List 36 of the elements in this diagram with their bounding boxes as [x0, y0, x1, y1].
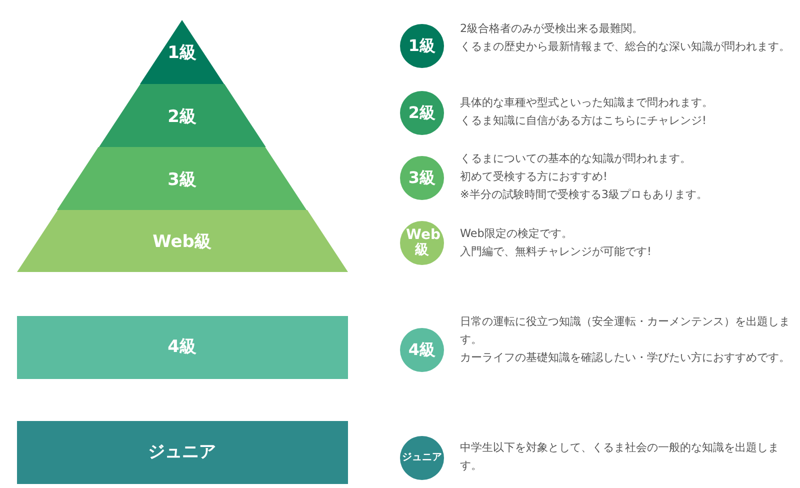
- level-label: 2級: [408, 104, 436, 122]
- level-badge: [400, 221, 444, 265]
- level-label: ジュニア: [402, 452, 442, 464]
- level-label: 4級: [408, 341, 436, 359]
- description-text: くるまの歴史から最新情報まで、総合的な深い知識が問われます。: [460, 39, 791, 55]
- description-text: くるま知識に自信がある方はこちらにチャレンジ!: [460, 113, 708, 129]
- level-badge: [400, 24, 444, 68]
- pyramid-tier: [98, 84, 266, 147]
- level-label: 3級: [168, 170, 196, 190]
- level-badge: [400, 91, 444, 135]
- description-text: 具体的な車種や型式といった知識まで問われます。: [460, 95, 714, 111]
- description-text: 日常の運転に役立つ知識（安全運転・カーメンテンス）を出題します。: [460, 314, 791, 348]
- pyramid-tier: [57, 147, 307, 210]
- level-label: 3級: [408, 169, 436, 187]
- description-text: 中学生以下を対象として、くるま社会の一般的な知識を出題します。: [460, 440, 780, 474]
- description-text: Web限定の検定です。: [460, 226, 574, 242]
- pyramid-tier: [16, 210, 348, 272]
- level-bar: [16, 421, 348, 484]
- description-text: くるまについての基本的な知識が問われます。: [460, 151, 692, 167]
- pyramid-tier: [140, 20, 224, 84]
- level-label: Web 級: [406, 228, 438, 258]
- level-label: 4級: [168, 338, 196, 357]
- description-text: 初めて受検する方におすすめ!: [460, 169, 608, 185]
- level-label: 2級: [168, 108, 196, 127]
- description-text: 2級合格者のみが受検出来る最難関。: [460, 21, 644, 37]
- level-label: 1級: [408, 37, 436, 55]
- level-bar: [16, 316, 348, 379]
- description-text: 入門編で、無料チャレンジが可能です!: [460, 244, 652, 260]
- level-badge: [400, 436, 444, 480]
- description-text: ※半分の試験時間で受検する3級プロもあります。: [460, 187, 708, 203]
- level-badge: [400, 328, 444, 372]
- description-text: カーライフの基礎知識を確認したい・学びたい方におすすめです。: [460, 350, 791, 366]
- level-badge: [400, 156, 444, 200]
- level-label: Web級: [152, 233, 212, 252]
- level-label: ジュニア: [148, 443, 216, 462]
- level-label: 1級: [168, 44, 196, 64]
